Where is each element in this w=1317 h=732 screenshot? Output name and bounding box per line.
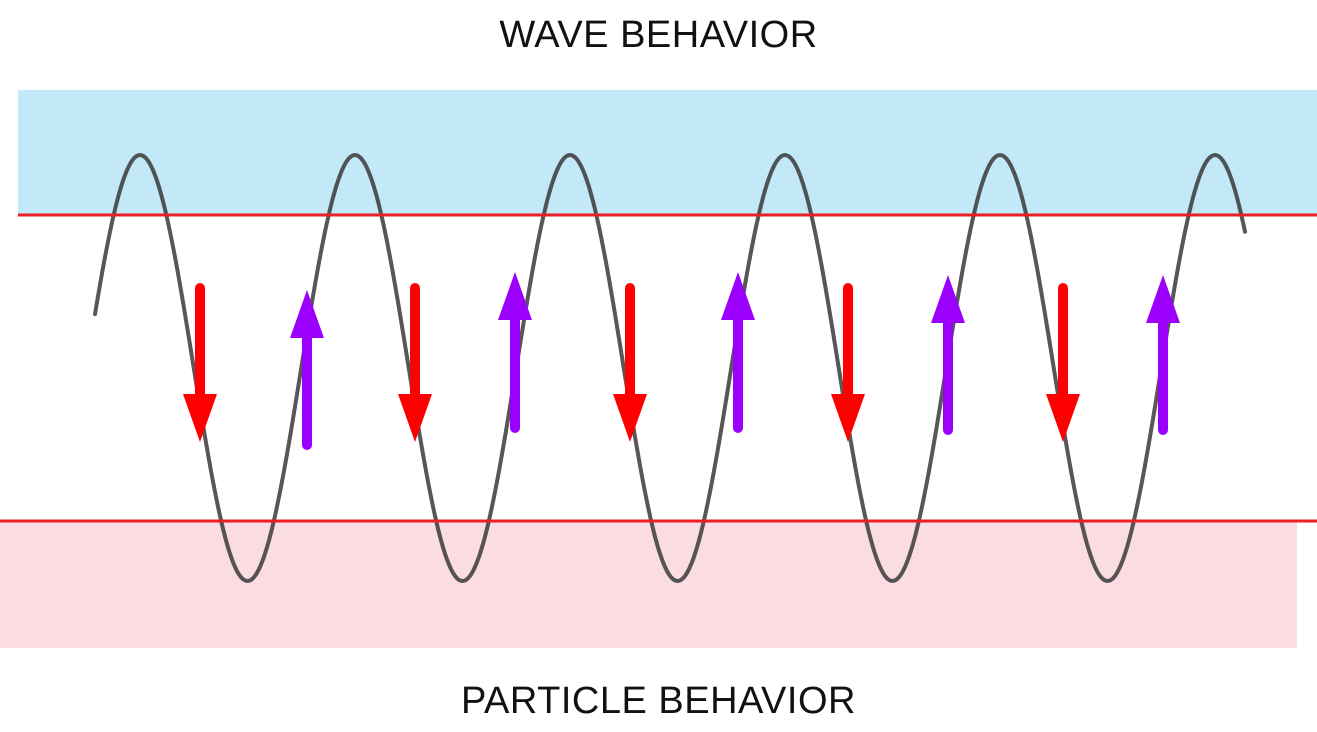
up-arrow-icon-head <box>498 272 532 320</box>
particle-region-band <box>0 521 1297 648</box>
wave-behavior-label: WAVE BEHAVIOR <box>499 14 818 56</box>
down-arrow-icon <box>183 283 217 442</box>
down-arrow-icon <box>398 283 432 442</box>
up-arrow-icon-head <box>931 275 965 323</box>
wave-curve <box>93 152 1247 584</box>
up-arrow-icon-head <box>721 272 755 320</box>
up-arrow-icon-head <box>290 290 324 338</box>
down-arrow-icon-head <box>183 394 217 442</box>
arrows-group <box>183 272 1180 450</box>
down-arrow-icon-head <box>1046 394 1080 442</box>
down-arrow-icon <box>1046 283 1080 442</box>
up-arrow-icon <box>931 275 965 435</box>
particle-behavior-label: PARTICLE BEHAVIOR <box>461 680 856 722</box>
down-arrow-icon-head <box>398 394 432 442</box>
down-arrow-icon <box>613 283 647 442</box>
up-arrow-icon <box>498 272 532 433</box>
down-arrow-icon-head <box>613 394 647 442</box>
up-arrow-icon <box>721 272 755 433</box>
down-arrow-icon-head <box>831 394 865 442</box>
down-arrow-icon <box>831 283 865 442</box>
up-arrow-icon-head <box>1146 275 1180 323</box>
up-arrow-icon <box>290 290 324 450</box>
wave-region-band <box>18 90 1317 215</box>
up-arrow-icon <box>1146 275 1180 435</box>
